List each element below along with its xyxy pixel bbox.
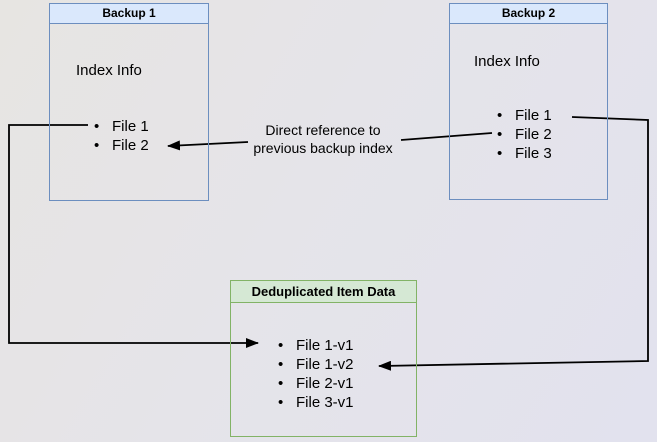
file-list-item: File 2-v1 xyxy=(278,374,354,393)
file-list-item: File 2 xyxy=(497,125,552,144)
dedup-file-list: File 1-v1File 1-v2File 2-v1File 3-v1 xyxy=(278,336,354,412)
file-list-item: File 1 xyxy=(94,117,149,136)
backup1-index-info-label: Index Info xyxy=(76,62,142,79)
backup2-index-info-label: Index Info xyxy=(474,53,540,70)
file-list-item: File 2 xyxy=(94,136,149,155)
backup1-title: Backup 1 xyxy=(50,4,208,24)
dedup-title: Deduplicated Item Data xyxy=(231,281,416,303)
file-list-item: File 1-v2 xyxy=(278,355,354,374)
direct-reference-label-line1: Direct reference to xyxy=(265,122,381,138)
backup2-box: Backup 2 Index Info File 1File 2File 3 xyxy=(449,3,608,200)
file-list-item: File 3 xyxy=(497,144,552,163)
backup2-file-list: File 1File 2File 3 xyxy=(497,106,552,163)
deduplicated-item-data-box: Deduplicated Item Data File 1-v1File 1-v… xyxy=(230,280,417,437)
backup1-box: Backup 1 Index Info File 1File 2 xyxy=(49,3,209,201)
backup2-title: Backup 2 xyxy=(450,4,607,24)
file-list-item: File 1 xyxy=(497,106,552,125)
backup1-file-list: File 1File 2 xyxy=(94,117,149,155)
direct-reference-label-line2: previous backup index xyxy=(253,140,393,156)
file-list-item: File 3-v1 xyxy=(278,393,354,412)
file-list-item: File 1-v1 xyxy=(278,336,354,355)
direct-reference-label: Direct reference to previous backup inde… xyxy=(240,121,406,157)
